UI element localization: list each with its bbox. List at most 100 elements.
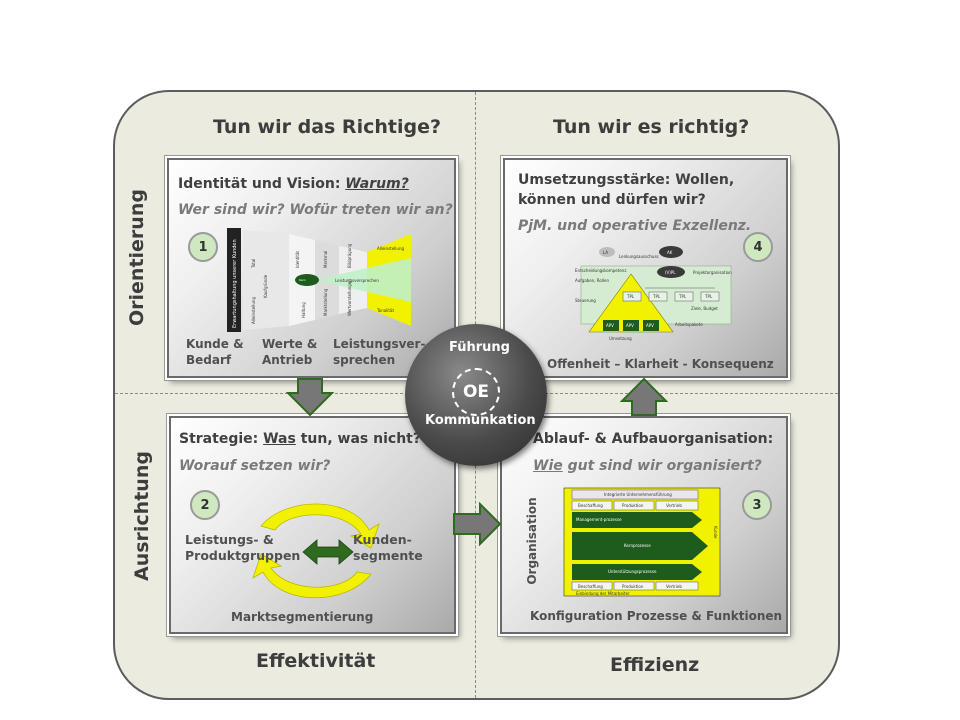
row-b-box-2 xyxy=(613,581,655,591)
tpl-label-1: TPL xyxy=(626,294,635,299)
haltung-label: Haltung xyxy=(301,302,306,318)
row-a-box-3 xyxy=(655,500,699,511)
alleinstellung-label: Alleinstellung xyxy=(251,297,256,324)
arrow-up-icon xyxy=(620,377,668,416)
expectation-bar-label: Erwartungshaltung unserer Kunden xyxy=(232,239,238,328)
panel-identity-vision: Identität und Vision: Warum? Wer sind wi… xyxy=(167,158,456,378)
panel1-subheading: Wer sind wir? Wofür treten wir an? xyxy=(178,202,453,218)
expectation-bar xyxy=(227,228,241,332)
panel2-subheading: Worauf setzen wir? xyxy=(179,458,331,474)
quadrant-title-top-left: Tun wir das Richtige? xyxy=(213,116,441,138)
apv-label-1: APV xyxy=(606,323,614,328)
panel1-label-werte: Werte &Antrieb xyxy=(262,337,318,367)
row-a-box-1 xyxy=(571,500,613,511)
apv-box-2 xyxy=(623,320,639,331)
panel3-vertical-label: Organisation xyxy=(525,497,539,585)
quadrant-title-bottom-right: Effizienz xyxy=(610,654,700,676)
panel1-label-kunde: Kunde &Bedarf xyxy=(186,337,244,367)
core-node xyxy=(295,274,319,286)
apv-box-3 xyxy=(643,320,659,331)
node-ak xyxy=(659,246,683,258)
side-label-ausrichtung: Ausrichtung xyxy=(131,451,153,581)
panel3-bottom-label: Konfiguration Prozesse & Funktionen xyxy=(530,609,783,623)
identity-funnel-diagram: Erwartungshaltung unserer Kunden Kern Ka… xyxy=(227,228,411,332)
top-bar-label: Integrierte Unternehmensführung xyxy=(604,492,672,497)
total-label: Total xyxy=(251,259,256,269)
tpl-box-2 xyxy=(648,291,668,302)
werte-label: Wertvorstellungen xyxy=(347,279,352,316)
note-2: Projektorganisation xyxy=(693,270,732,275)
cycle-arrow-bottom xyxy=(252,553,372,599)
double-arrow xyxy=(302,539,354,565)
hub-label-fuehrung: Führung xyxy=(449,340,510,355)
core-process-arrow xyxy=(572,532,708,560)
note-8: Umsetzung xyxy=(609,336,632,341)
panel3-number-badge: 3 xyxy=(742,490,772,520)
mgmt-process-arrow xyxy=(572,512,702,528)
panel4-bottom-label: Offenheit – Klarheit - Konsequenz xyxy=(547,357,774,371)
project-org-diagram: LA AK (V)PL TPL TPL TPL TPL APV APV APV … xyxy=(575,246,732,341)
node-la xyxy=(599,247,615,257)
bild-label: Bildprägung xyxy=(347,243,352,268)
footer-label: Einbindung der Mitarbeiter xyxy=(576,591,630,596)
panel1-label-leistung: Leistungsver-sprechen xyxy=(333,337,426,367)
green-wedge xyxy=(315,258,411,302)
panel-organisation: Ablauf- & Aufbauorganisation: Wie gut si… xyxy=(500,416,788,634)
apv-label-2: APV xyxy=(626,323,634,328)
top-bar xyxy=(571,489,699,500)
panel4-heading: Umsetzungsstärke: Wollen,können und dürf… xyxy=(518,172,735,208)
apv-box-1 xyxy=(603,320,619,331)
kunde-label: Kunde xyxy=(713,526,718,539)
leistungsversprechen-label: Leistungsversprechen xyxy=(335,278,379,283)
row-b-label-1: Beschaffung xyxy=(578,584,603,589)
quadrant-title-bottom-left: Effektivität xyxy=(256,650,376,672)
merkmal-label: Merkmal xyxy=(323,251,328,268)
row-b-box-1 xyxy=(571,581,613,591)
tpl-box-4 xyxy=(700,291,720,302)
hub-label-kommunikation: Kommunkation xyxy=(425,413,536,428)
panel1-heading: Identität und Vision: Warum? xyxy=(178,176,409,192)
node-vpl-label: (V)PL xyxy=(665,270,676,275)
tpl-box-3 xyxy=(674,291,694,302)
apv-label-3: APV xyxy=(646,323,654,328)
core-label: Kernprozesse xyxy=(624,543,651,548)
ident-label: Identität xyxy=(295,251,300,268)
row-b-box-3 xyxy=(655,581,699,591)
segmentation-cycle-diagram xyxy=(252,503,380,599)
row-a-box-2 xyxy=(613,500,655,511)
panel2-heading: Strategie: Was tun, was nicht? xyxy=(179,431,421,447)
note-3: Arbeitspakete xyxy=(675,322,703,327)
row-a-label-2: Produktion xyxy=(622,503,644,508)
kaufgruende-label: Kaufgründe xyxy=(263,274,268,298)
panel1-number-badge: 1 xyxy=(188,232,218,262)
panel4-subheading: PjM. und operative Exzellenz. xyxy=(518,218,752,234)
support-process-arrow xyxy=(572,564,702,580)
tpl-label-4: TPL xyxy=(704,294,713,299)
mgmt-label: Management-prozesse xyxy=(576,517,622,522)
yellow-pyramid xyxy=(588,273,674,333)
yellow-label-bottom: Tonalität xyxy=(376,308,394,313)
tpl-label-3: TPL xyxy=(678,294,687,299)
panel2-label-kunden: Kunden-segmente xyxy=(353,532,423,563)
note-1: Entscheidungskompetenz xyxy=(575,268,626,273)
side-label-orientierung: Orientierung xyxy=(126,189,148,326)
yellow-label-top: Alleinstellung xyxy=(377,246,404,251)
cycle-arrow-top xyxy=(260,503,380,549)
support-label: Unterstützungsprozesse xyxy=(608,569,657,574)
process-house-diagram: Integrierte Unternehmensführung Beschaff… xyxy=(563,487,721,597)
panel2-label-markt: Marktsegmentierung xyxy=(231,610,374,624)
panel3-subheading: Wie gut sind wir organisiert? xyxy=(533,458,762,474)
markt-label: Marktstellung xyxy=(323,288,328,316)
arrow-down-icon xyxy=(286,378,334,417)
panel2-number-badge: 2 xyxy=(190,490,220,520)
row-b-label-2: Produktion xyxy=(622,584,644,589)
funnel-section-1 xyxy=(243,230,289,330)
node-vpl xyxy=(657,266,685,278)
panel-umsetzungsstaerke: Umsetzungsstärke: Wollen,können und dürf… xyxy=(503,158,788,378)
panel4-number-badge: 4 xyxy=(743,232,773,262)
note-4: Lenkungsausschuss xyxy=(619,254,659,259)
note-5: Aufgaben, Rollen xyxy=(575,278,609,283)
panel-strategie: Strategie: Was tun, was nicht? Worauf se… xyxy=(169,416,456,634)
hub-label-oe: OE xyxy=(452,368,500,416)
row-b-label-3: Vertrieb xyxy=(666,584,682,589)
